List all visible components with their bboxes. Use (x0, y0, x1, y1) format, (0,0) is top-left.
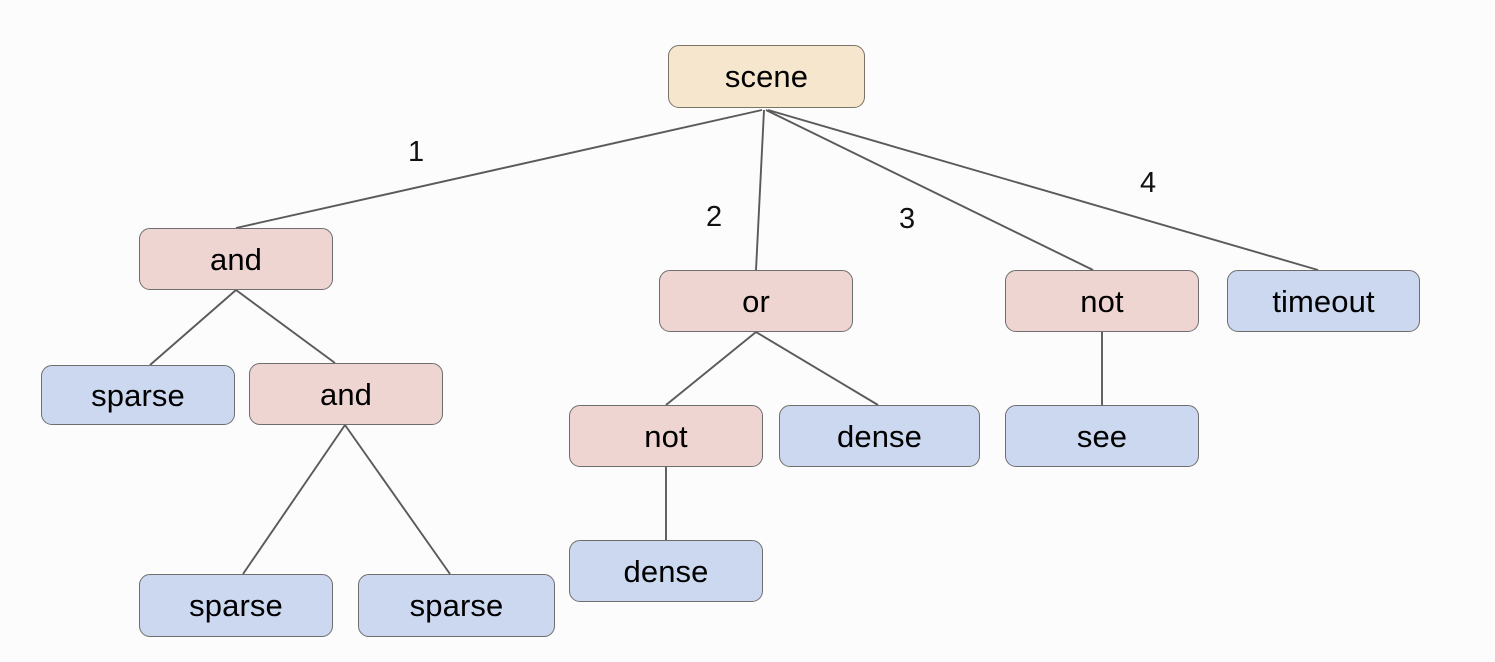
tree-node-label: sparse (409, 588, 504, 623)
tree-node-label: sparse (189, 588, 283, 623)
tree-node-label: not (1080, 283, 1124, 319)
tree-node-and1[interactable]: and (139, 228, 333, 290)
tree-node-label: sparse (91, 377, 185, 413)
tree-edge (235, 289, 336, 364)
tree-node-not2[interactable]: not (569, 405, 763, 467)
tree-node-and2[interactable]: and (249, 363, 443, 425)
tree-node-dense1[interactable]: dense (779, 405, 980, 467)
tree-node-sparse2[interactable]: sparse (139, 574, 333, 637)
tree-node-label: and (209, 241, 263, 277)
tree-node-timeout[interactable]: timeout (1227, 270, 1420, 332)
tree-edge (765, 109, 1094, 271)
edge-label: 2 (706, 201, 723, 233)
tree-node-label: scene (724, 59, 809, 94)
tree-edge (149, 289, 237, 366)
edge-label: 3 (899, 203, 916, 235)
tree-node-label: see (1076, 418, 1128, 454)
edge-label: 1 (408, 136, 425, 168)
tree-node-sparse1[interactable]: sparse (41, 365, 235, 425)
tree-edge (235, 109, 763, 229)
tree-edge (242, 424, 346, 575)
tree-node-label: or (742, 283, 770, 319)
tree-node-label: not (644, 418, 688, 454)
tree-node-scene[interactable]: scene (668, 45, 865, 108)
tree-edge (665, 331, 757, 406)
tree-edge (755, 109, 765, 271)
tree-node-label: timeout (1272, 283, 1375, 319)
edge-label: 4 (1140, 167, 1157, 199)
tree-node-label: dense (837, 418, 922, 454)
tree-node-label: dense (623, 553, 709, 589)
tree-edge (767, 109, 1319, 271)
tree-node-or1[interactable]: or (659, 270, 853, 332)
tree-node-dense2[interactable]: dense (569, 540, 763, 602)
tree-node-sparse3[interactable]: sparse (358, 574, 555, 637)
tree-edge (755, 331, 879, 406)
tree-node-see[interactable]: see (1005, 405, 1199, 467)
tree-edge (344, 424, 451, 575)
tree-node-not1[interactable]: not (1005, 270, 1199, 332)
tree-node-label: and (319, 376, 373, 412)
